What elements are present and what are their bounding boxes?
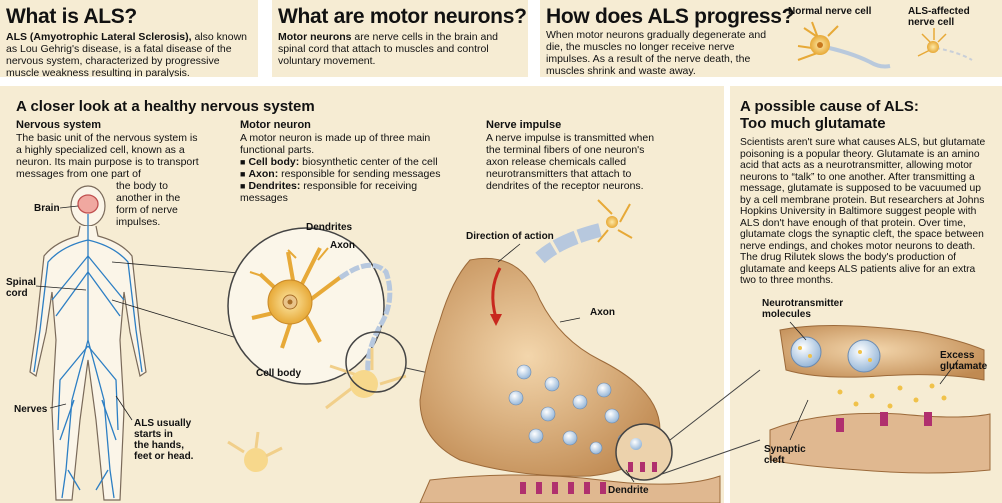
als-definition: also known as Lou Gehrig's disease, is a… <box>6 31 247 77</box>
als-progress-panel: How does ALS progress? When motor neuron… <box>540 0 1002 77</box>
nerve-impulse-text: A nerve impulse is transmitted when the … <box>486 132 655 192</box>
cause-title-2: Too much glutamate <box>740 115 886 132</box>
part-cell-body: Cell body: biosynthetic center of the ce… <box>240 156 448 168</box>
affected-cell-label-2: nerve cell <box>908 17 955 28</box>
label-cleft-2: cleft <box>764 455 785 466</box>
label-als-start-1: ALS usually <box>134 418 192 429</box>
what-is-als-text: ALS (Amyotrophic Lateral Sclerosis), als… <box>6 31 254 77</box>
normal-cell-label: Normal nerve cell <box>788 6 872 17</box>
label-spinal-1: Spinal <box>6 277 37 288</box>
motor-neuron-text: A motor neuron is made up of three main … <box>240 132 448 204</box>
label-cell-body: Cell body <box>256 368 302 379</box>
label-als-start-4: feet or head. <box>134 451 194 462</box>
label-cleft-1: Synaptic <box>764 444 806 455</box>
label-nt-1: Neurotransmitter <box>762 298 844 309</box>
what-is-als-panel: What is ALS? ALS (Amyotrophic Lateral Sc… <box>0 0 258 77</box>
nervous-system-text-2: the body to another in the form of nerve… <box>116 180 181 228</box>
motor-neuron-heading: Motor neuron <box>240 119 311 131</box>
nerve-network <box>33 194 143 499</box>
label-direction: Direction of action <box>466 231 554 242</box>
motor-neurons-definition: are nerve cells in the brain and spinal … <box>278 31 499 67</box>
als-progress-title: How does ALS progress? <box>546 5 795 28</box>
label-nt-2: molecules <box>762 309 811 320</box>
synapse-leaders <box>497 243 635 483</box>
als-progress-text: When motor neurons gradually degenerate … <box>546 29 767 77</box>
label-excess-1: Excess <box>940 350 975 361</box>
label-excess-2: glutamate <box>940 361 988 372</box>
neuron-magnifier <box>227 227 393 385</box>
axon-terminal <box>419 199 721 503</box>
healthy-section-title: A closer look at a healthy nervous syste… <box>16 98 315 115</box>
glutamate-synapse <box>769 321 991 474</box>
direction-arrow <box>490 267 502 326</box>
human-body-figure <box>29 185 147 501</box>
motor-neurons-term: Motor neurons <box>278 31 352 43</box>
what-is-als-title: What is ALS? <box>6 5 137 28</box>
als-term: ALS (Amyotrophic Lateral Sclerosis), <box>6 31 192 43</box>
cause-title-1: A possible cause of ALS: <box>740 98 919 115</box>
motor-neurons-panel: What are motor neurons? Motor neurons ar… <box>272 0 528 77</box>
label-dendrite: Dendrite <box>608 485 649 496</box>
label-axon-terminal: Axon <box>590 307 615 318</box>
label-brain: Brain <box>34 203 60 214</box>
part-axon: Axon: responsible for sending messages <box>240 168 448 180</box>
normal-nerve-cell-icon <box>797 21 891 69</box>
motor-neurons-title: What are motor neurons? <box>278 5 527 28</box>
nervous-system-heading: Nervous system <box>16 119 101 131</box>
motor-neurons-text: Motor neurons are nerve cells in the bra… <box>278 31 522 67</box>
label-axon: Axon <box>330 240 355 251</box>
part-dendrites: Dendrites: responsible for receiving mes… <box>240 180 448 204</box>
affected-cell-label-1: ALS-affected <box>908 6 970 17</box>
als-affected-nerve-cell-icon <box>917 28 973 61</box>
motor-neuron-intro: A motor neuron is made up of three main … <box>240 132 431 156</box>
label-dendrites: Dendrites <box>306 222 353 233</box>
label-als-start-3: the hands, <box>134 440 185 451</box>
nervous-system-text-1: The basic unit of the nervous system is … <box>16 132 199 180</box>
label-nerves: Nerves <box>14 404 48 415</box>
label-als-start-2: starts in <box>134 429 173 440</box>
label-spinal-2: cord <box>6 288 28 299</box>
cause-text: Scientists aren't sure what causes ALS, … <box>740 137 986 286</box>
receptor-row <box>520 482 606 494</box>
synapse-magnifier-large <box>615 369 761 481</box>
nerve-impulse-heading: Nerve impulse <box>486 119 562 131</box>
